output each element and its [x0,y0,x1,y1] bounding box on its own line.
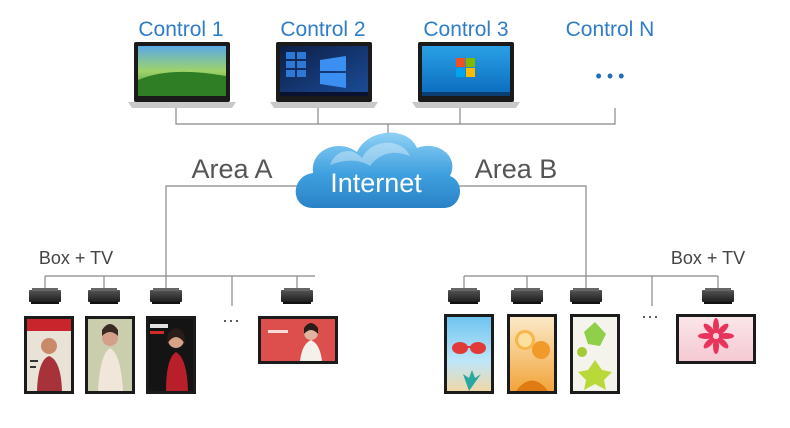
box-a1 [29,288,61,304]
display-b1 [444,314,494,394]
connector-lines [44,108,719,306]
display-a3 [146,316,196,394]
area-b-bus-line [463,275,719,306]
box-icons [29,288,734,304]
label-control-2: Control 2 [280,18,365,41]
area-a-box-tv-label: Box + TV [39,248,113,268]
area-a-line [165,185,300,276]
controls-bus-line [175,108,616,125]
laptop-control-1 [128,42,236,108]
controls-ellipsis: • • • [596,66,625,86]
area-a-ellipsis: ··· [222,310,240,330]
display-a1 [24,316,74,394]
display-a4 [258,316,338,364]
internet-cloud-icon [295,132,461,208]
display-a2 [85,316,135,394]
area-a-bus-line [44,275,315,306]
box-b3 [570,288,602,304]
area-b-line [450,185,587,276]
box-a2 [88,288,120,304]
label-control-3: Control 3 [423,18,508,41]
box-b4 [702,288,734,304]
display-b3 [570,314,620,394]
label-control-n: Control N [566,18,655,41]
box-b1 [448,288,480,304]
area-b-ellipsis: ··· [641,306,659,326]
windows-logo-icon [456,58,475,77]
area-b-box-tv-label: Box + TV [671,248,745,268]
laptop-control-3 [412,42,520,108]
box-a4 [281,288,313,304]
box-a3 [150,288,182,304]
laptop-control-2 [270,42,378,108]
display-b2 [507,314,557,394]
area-b-label: Area B [475,154,558,184]
label-control-1: Control 1 [138,18,223,41]
box-b2 [511,288,543,304]
display-b4 [676,314,756,364]
cloud-label: Internet [330,168,422,198]
area-a-label: Area A [191,154,272,184]
